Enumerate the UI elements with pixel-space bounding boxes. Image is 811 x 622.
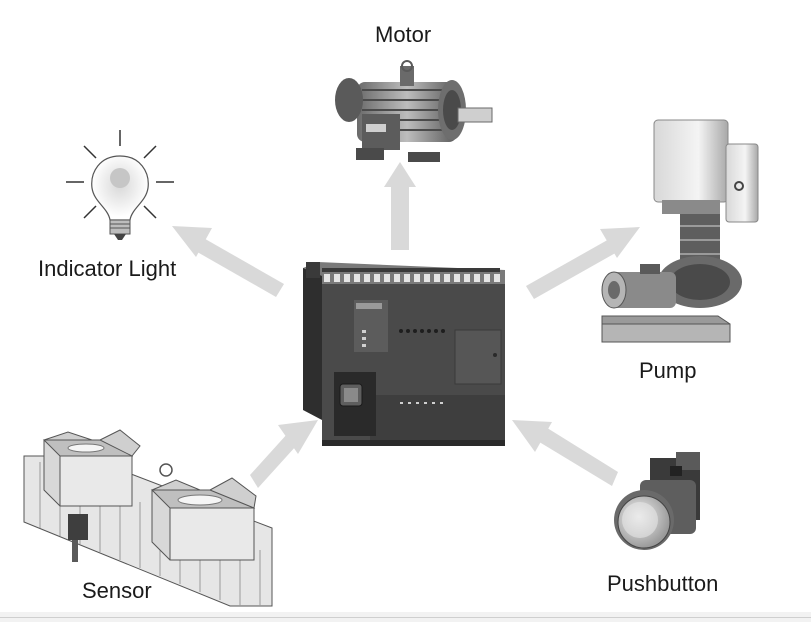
- sensor-label: Sensor: [82, 578, 152, 603]
- indicator-light-label: Indicator Light: [38, 256, 177, 281]
- plc-controller: [303, 262, 505, 446]
- pump-illustration: [601, 119, 759, 343]
- pushbutton-label: Pushbutton: [607, 571, 719, 596]
- indicator-light-illustration: [66, 130, 174, 240]
- bottom-divider: [0, 617, 811, 618]
- motor-illustration: [335, 60, 493, 162]
- sensor-conveyor-illustration: [23, 429, 273, 607]
- arrow-plc-to-motor: [384, 162, 416, 250]
- arrow-plc-to-indicator: [172, 226, 284, 297]
- arrow-pushbutton-to-plc: [512, 420, 618, 486]
- pump-label: Pump: [639, 358, 697, 383]
- arrow-plc-to-pump: [526, 227, 640, 299]
- pushbutton-illustration: [614, 452, 700, 550]
- motor-label: Motor: [375, 22, 432, 47]
- arrow-sensor-to-plc: [250, 420, 318, 488]
